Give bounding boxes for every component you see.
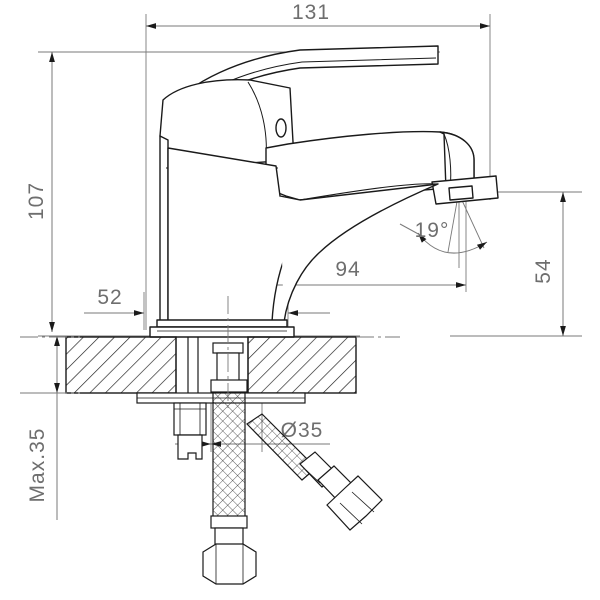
dim-label-d35: Ø35 — [281, 419, 324, 442]
mounting-hardware-group — [136, 337, 383, 585]
spout-bottom-seam — [299, 183, 439, 201]
braided-flexible-hose — [212, 389, 246, 525]
dim-label-52: 52 — [97, 286, 122, 309]
counter-slab-right — [247, 336, 357, 394]
centerlines-group — [20, 296, 400, 410]
base-collar — [156, 319, 288, 328]
body-column-left-edge — [159, 135, 169, 323]
dim-label-max35: Max.35 — [26, 428, 49, 503]
angled-connector-seam-b — [351, 491, 375, 513]
dim-arc-19deg — [417, 232, 488, 254]
dim-label-94: 94 — [335, 258, 360, 281]
dim-label-107: 107 — [25, 182, 48, 220]
faucet-geometry-group — [149, 45, 499, 338]
mounting-nut — [173, 402, 207, 436]
angled-connector-seam-c — [305, 469, 321, 484]
handle-index-screw — [275, 118, 287, 138]
base-plate — [149, 326, 295, 338]
counter-slab-left — [65, 336, 177, 394]
aerator-outlet — [448, 185, 474, 201]
handle-cap — [159, 78, 295, 169]
angled-supply-connector — [326, 475, 383, 531]
hose-lower-ferrule — [210, 515, 248, 529]
hose-upper-ferrule — [210, 379, 248, 393]
angled-connector-seam-a — [339, 502, 363, 525]
spout-underside-sweep — [279, 183, 439, 323]
dim-label-54: 54 — [532, 258, 555, 283]
faucet-body — [167, 147, 295, 323]
hex-coupling-nut — [202, 543, 257, 585]
dim-label-19deg: 19° — [415, 219, 450, 242]
hatched-counter-section — [65, 336, 357, 394]
dim-label-131: 131 — [292, 1, 330, 24]
leader-line-19deg — [399, 223, 423, 237]
mounting-bolt-tail — [177, 434, 203, 460]
